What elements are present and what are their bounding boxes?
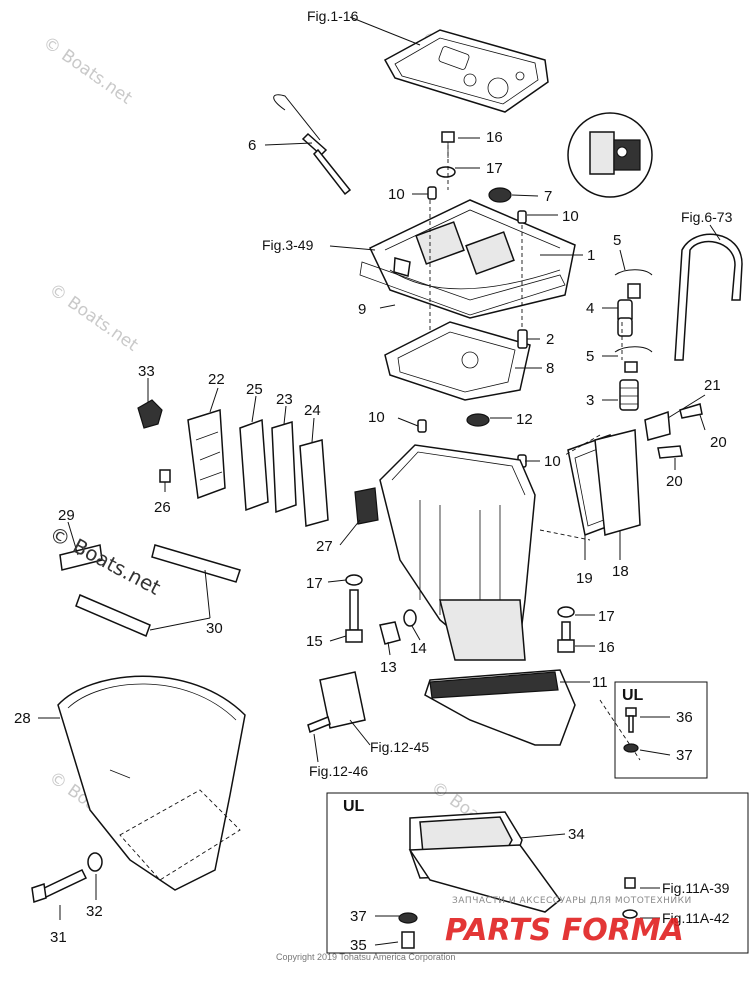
figure-ref: Fig.12-46 <box>309 763 368 779</box>
figure-ref: Fig.1-16 <box>307 8 359 24</box>
callout-label: 33 <box>138 363 155 380</box>
callout-label: 16 <box>486 129 503 146</box>
figure-ref: Fig.12-45 <box>370 739 429 755</box>
callout-label: 2 <box>546 331 554 348</box>
callout-label: 35 <box>350 937 367 954</box>
callout-label: 17 <box>598 608 615 625</box>
leader-lines <box>38 16 721 946</box>
thermostat-parts <box>614 269 653 411</box>
bolt-fig12-46 <box>307 715 331 734</box>
callout-label: 21 <box>704 377 721 394</box>
bracket-plate <box>319 671 366 729</box>
inset-detail <box>567 112 653 198</box>
callout-label: 9 <box>358 301 366 318</box>
shop-logo: PARTS FORMA <box>445 913 684 948</box>
callout-label: 37 <box>676 747 693 764</box>
callout-label: 20 <box>710 434 727 451</box>
figure-ref: Fig.6-73 <box>681 209 733 225</box>
callout-label: 23 <box>276 391 293 408</box>
head-block <box>369 199 576 319</box>
ul-box-large: UL 34 37 35 Fig.11A-39 Fig.11A-42 <box>326 792 749 954</box>
gasket-9 <box>359 261 566 316</box>
left-components <box>137 399 379 527</box>
callout-label: 25 <box>246 381 263 398</box>
figure-ref: Fig.11A-39 <box>662 880 730 896</box>
box-title: UL <box>622 687 644 704</box>
callout-label: 6 <box>248 137 256 154</box>
fitting-21-20 <box>644 403 703 459</box>
callout-label: 5 <box>613 232 621 249</box>
cowl-bolt <box>31 852 103 903</box>
callout-label: 8 <box>546 360 554 377</box>
callout-label: 10 <box>368 409 385 426</box>
dipstick <box>273 94 352 196</box>
callout-label: 32 <box>86 903 103 920</box>
callout-label: 10 <box>388 186 405 203</box>
callout-label: 30 <box>206 620 223 637</box>
figure-ref: Fig.3-49 <box>262 237 314 253</box>
side-plates <box>567 429 641 537</box>
callout-label: 18 <box>612 563 629 580</box>
top-gasket <box>383 29 549 113</box>
figure-ref: Fig.11A-42 <box>662 910 730 926</box>
callout-label: 5 <box>586 348 594 365</box>
callout-label: 22 <box>208 371 225 388</box>
callout-label: 12 <box>516 411 533 428</box>
callout-label: 13 <box>380 659 397 676</box>
figure-references: Fig.1-16 Fig.3-49 Fig.6-73 Fig.12-45 Fig… <box>262 8 733 779</box>
callout-label: 15 <box>306 633 323 650</box>
casing-bolts <box>345 574 575 653</box>
callout-label: 26 <box>154 499 171 516</box>
callout-label: 17 <box>306 575 323 592</box>
guide-lines <box>119 145 641 881</box>
lower-casing <box>424 669 576 746</box>
callout-label: 10 <box>544 453 561 470</box>
callout-label: 14 <box>410 640 427 657</box>
gasket-8 <box>384 321 531 401</box>
callout-label: 16 <box>598 639 615 656</box>
callout-label: 3 <box>586 392 594 409</box>
ul-box-small: UL 36 37 <box>614 681 708 779</box>
watermark-text: © Boats.net <box>45 280 142 356</box>
shop-subtitle: ЗАПЧАСТИ И АКСЕССУАРЫ ДЛЯ МОТОТЕХНИКИ <box>452 896 692 906</box>
callout-label: 28 <box>14 710 31 727</box>
copyright-text: Copyright 2019 Tohatsu America Corporati… <box>276 952 455 962</box>
hose <box>674 233 743 361</box>
callouts: 6 16 17 10 7 10 1 9 2 8 5 4 5 3 21 20 20… <box>14 129 727 946</box>
box-title: UL <box>343 798 365 815</box>
callout-label: 34 <box>568 826 585 843</box>
callout-label: 17 <box>486 160 503 177</box>
callout-label: 11 <box>592 674 608 691</box>
callout-label: 27 <box>316 538 333 555</box>
watermark-text: © Boats.net <box>39 33 136 109</box>
cowl <box>57 675 246 891</box>
callout-label: 1 <box>587 247 595 264</box>
callout-label: 24 <box>304 402 321 419</box>
callout-label: 29 <box>58 507 75 524</box>
callout-label: 36 <box>676 709 693 726</box>
callout-label: 20 <box>666 473 683 490</box>
callout-label: 10 <box>562 208 579 225</box>
seal-strips <box>59 544 241 638</box>
callout-label: 19 <box>576 570 593 587</box>
upper-casing <box>379 444 536 661</box>
callout-label: 37 <box>350 908 367 925</box>
callout-label: 4 <box>586 300 594 317</box>
callout-label: 7 <box>544 188 552 205</box>
callout-label: 31 <box>50 929 67 946</box>
